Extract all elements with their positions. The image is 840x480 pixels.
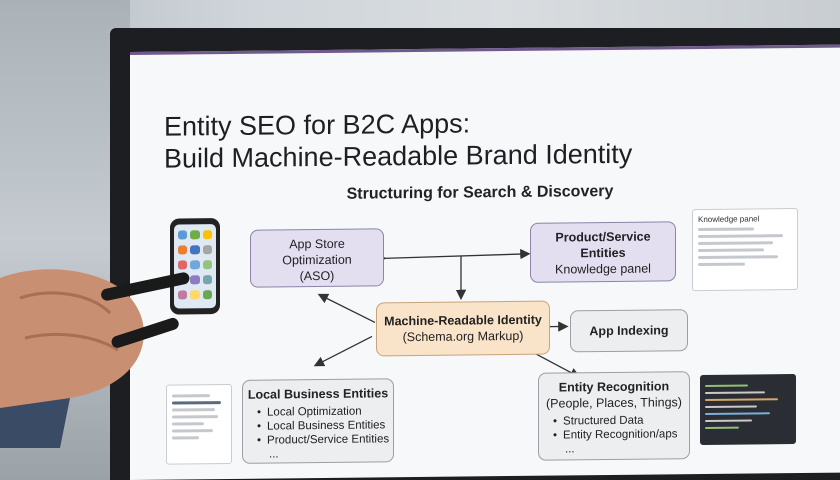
presentation-screen: Entity SEO for B2C Apps: Build Machine-R… (130, 44, 840, 480)
list-item: Local Business Entities (257, 418, 393, 433)
identity-box: Machine-Readable Identity (Schema.org Ma… (376, 300, 550, 357)
knowledge-panel-card: Knowledge panel (692, 208, 798, 292)
list-item: Structured Data (553, 413, 689, 428)
list-item: ... (565, 443, 575, 456)
aso-box: App Store Optimization (ASO) (250, 228, 384, 288)
list-item: Product/Service Entities (257, 432, 393, 447)
local-business-box: Local Business Entities Local Optimizati… (242, 378, 394, 464)
entity-recognition-box: Entity Recognition (People, Places, Thin… (538, 371, 690, 461)
product-entities-box: Product/Service Entities Knowledge panel (530, 221, 676, 283)
presenter-hand (0, 269, 190, 448)
list-item: Entity Recognition/aps (553, 427, 689, 442)
list-item: ... (269, 448, 279, 461)
local-business-list: Local Optimization Local Business Entiti… (243, 404, 393, 462)
list-item: Local Optimization (257, 404, 393, 419)
code-snippet-card (700, 374, 796, 446)
app-indexing-box: App Indexing (570, 309, 688, 353)
entity-recognition-list: Structured Data Entity Recognition/aps .… (539, 413, 689, 457)
